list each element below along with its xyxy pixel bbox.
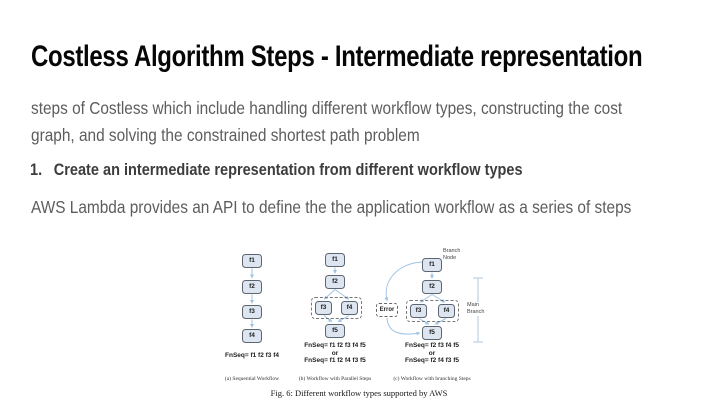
intro-line-1: steps of Costless which include handling… (31, 98, 623, 118)
fnseq-or-b: or (331, 349, 339, 357)
workflow-node-f3: f3 (315, 301, 332, 315)
workflow-node-f4: f4 (242, 329, 262, 343)
page-title: Costless Algorithm Steps - Intermediate … (31, 40, 643, 73)
parallel-group-box (406, 300, 459, 322)
workflow-node-f5: f5 (325, 324, 345, 338)
workflow-node-f3: f3 (410, 304, 427, 318)
fnseq-label-a: FnSeq= f1 f2 f3 f4 (225, 352, 279, 359)
intro-line-2: graph, and solving the constrained short… (31, 125, 420, 145)
workflow-node-f4: f4 (341, 301, 358, 315)
numbered-list-item: 1. Create an intermediate representation … (30, 161, 590, 180)
fnseq-label-b1: FnSeq= f1 f2 f3 f4 f5 (304, 342, 366, 349)
list-number: 1. (30, 161, 43, 179)
workflow-node-f2: f2 (325, 275, 345, 289)
intro-paragraph: steps of Costless which include handling… (31, 95, 703, 149)
workflow-node-f2: f2 (422, 280, 442, 294)
workflow-node-f2: f2 (242, 280, 262, 294)
workflow-node-f1: f1 (422, 258, 442, 272)
diagram-c-label: (c) Workflow with branching Steps (393, 376, 471, 382)
workflow-node-f1: f1 (325, 253, 345, 267)
fnseq-label-b2: FnSeq= f1 f2 f4 f3 f5 (304, 357, 366, 364)
fnseq-or-c: or (428, 349, 436, 357)
figure-caption: Fig. 6: Different workflow types support… (270, 388, 448, 398)
workflow-node-f5: f5 (422, 326, 442, 340)
workflow-node-f4: f4 (438, 304, 455, 318)
body-paragraph: AWS Lambda provides an API to define the… (31, 197, 632, 217)
workflow-figure: f1 f2 f3 f4 FnSeq= f1 f2 f3 f4 (a) Seque… (225, 243, 490, 403)
branch-node-note: Branch Node (443, 248, 461, 261)
diagram-a-label: (a) Sequential Workflow (224, 376, 280, 382)
list-text: Create an intermediate representation fr… (53, 161, 523, 179)
workflow-node-f1: f1 (242, 254, 262, 268)
fnseq-label-c2: FnSeq= f2 f4 f3 f5 (405, 357, 459, 364)
parallel-group-box (311, 297, 362, 319)
workflow-node-f3: f3 (242, 305, 262, 319)
diagram-b-label: (b) Workflow with Parallel Steps (298, 376, 372, 382)
main-branch-note: Main Branch (466, 302, 486, 316)
fnseq-label-c1: FnSeq= f2 f3 f4 f5 (405, 342, 459, 349)
error-node: Error (376, 303, 398, 317)
